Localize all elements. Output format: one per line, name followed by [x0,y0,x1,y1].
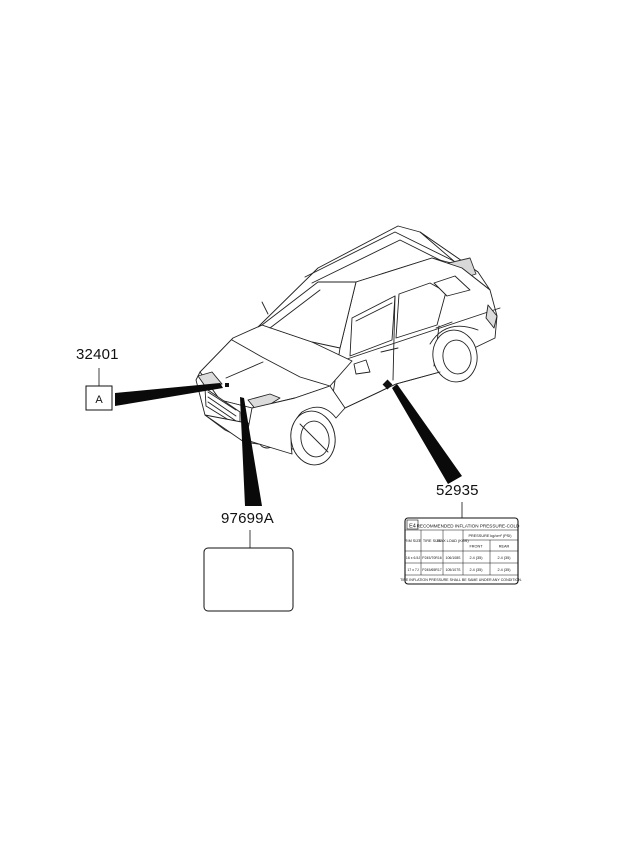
tire-row2-rear: 2.4 (35) [497,568,511,572]
part-number-32401: 32401 [76,346,119,363]
label-location-door [382,379,393,390]
part-number-52935: 52935 [436,482,479,499]
tire-header-rim: RIM SIZE [405,539,422,543]
tire-header-pressure: PRESSURE kg/cm² (PSI) [468,534,512,538]
tire-header-front: FRONT [469,545,483,549]
leader-32401 [115,383,223,406]
vehicle-drawing [195,225,501,466]
leader-97699A [240,397,262,506]
tire-row2-rim: 17 x 7J [407,568,419,572]
tire-label-title: RECOMMENDED INFLATION PRESSURE-COLD [417,524,520,529]
part-97699A-label [203,547,294,612]
part-32401-box [85,385,113,411]
label-location-hood [225,383,229,387]
tire-row1-rear: 2.4 (35) [497,556,511,560]
part-32401-symbol: A [95,394,103,406]
part-number-97699A: 97699A [221,510,274,527]
tire-header-tire: TIRE SIZE [423,539,442,543]
tire-row1-front: 2.4 (35) [469,556,483,560]
tire-row1-tire: P245/70R16 [422,556,442,560]
tire-label-footer: TIRE INFLATION PRESSURE SHALL BE SAME UN… [400,578,522,582]
tire-pressure-label: E4 RECOMMENDED INFLATION PRESSURE-COLD R… [400,517,522,585]
tire-row2-front: 2.4 (35) [469,568,483,572]
tire-row2-tire: P245/65R17 [422,568,442,572]
tire-header-load: MAX LOAD (KGS) [437,539,469,543]
tire-row2-load: 105/107S [446,568,462,572]
tire-label-badge: E4 [409,524,416,530]
tire-header-rear: REAR [499,545,510,549]
leader-52935 [392,384,462,484]
tire-row1-rim: 16 x 6.5J [406,556,420,560]
tire-row1-load: 106/108S [446,556,462,560]
